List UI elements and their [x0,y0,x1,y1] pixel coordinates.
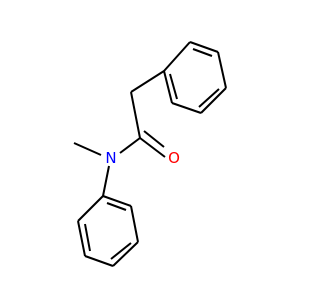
double-bond-inner [192,48,213,57]
bond [163,70,173,104]
bond-carbonyl-nitrogen [119,137,141,154]
bond-ring-ch2 [130,70,165,93]
bond [102,195,132,207]
lower-phenyl-ring [77,195,139,267]
oxygen-atom-label: O [168,149,180,167]
carbonyl-double-bond [143,130,165,148]
bond [84,255,114,267]
carbonyl-double-bond [139,137,166,158]
bond [200,87,227,114]
bond-ch2-carbonyl [130,91,141,139]
bond [112,241,139,267]
bond-nitrogen-ring [102,165,110,197]
bond [163,41,191,72]
bond [189,41,219,53]
bond [130,205,139,243]
bond [217,51,227,89]
double-bond-inner [84,223,91,252]
bond [171,102,202,114]
nitrogen-atom-label: N [105,149,116,167]
molecule-structure: O N [73,41,227,267]
bond [77,220,86,257]
double-bond-inner [110,242,132,260]
double-bond-inner [106,202,127,211]
bond [77,195,104,222]
upper-phenyl-ring [163,41,227,114]
double-bond-inner [198,88,220,108]
double-bond-inner [169,73,178,100]
bond-nitrogen-methyl [73,142,102,156]
